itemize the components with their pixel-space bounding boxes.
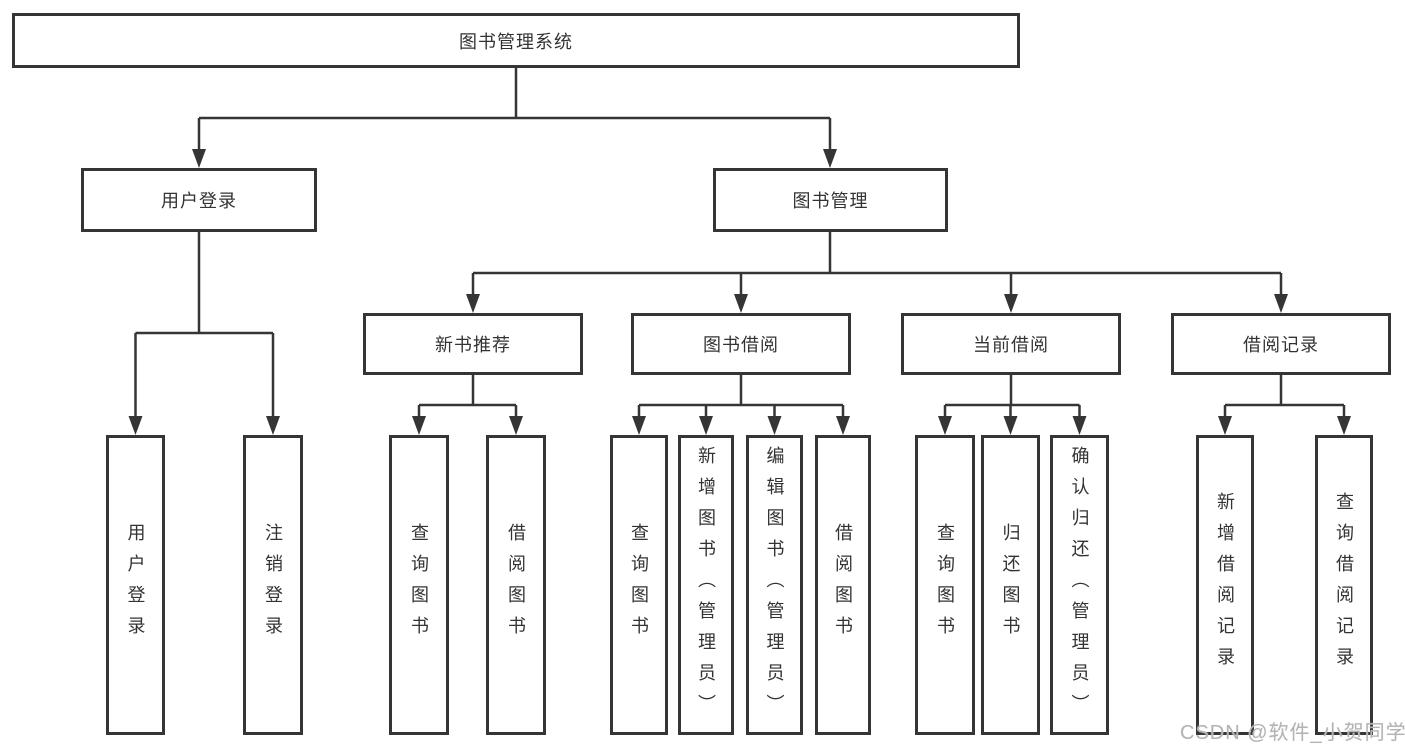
node-label: 当前借阅	[973, 335, 1049, 355]
leaf-borrow-books: 借阅图书	[815, 435, 871, 735]
leaf-query-books-borrowing: 查询图书	[610, 435, 668, 735]
leaf-confirm-return-admin: 确认归还（管理员）	[1050, 435, 1109, 735]
leaf-query-books-current: 查询图书	[915, 435, 975, 735]
node-book-borrowing: 图书借阅	[631, 313, 851, 375]
leaf-label: 确认归还（管理员）	[1069, 445, 1090, 725]
leaf-label: 归还图书	[1000, 523, 1021, 647]
leaf-edit-books-admin: 编辑图书（管理员）	[746, 435, 803, 735]
node-book-management: 图书管理	[713, 168, 948, 232]
leaf-label: 编辑图书（管理员）	[764, 445, 785, 725]
node-borrowing-records: 借阅记录	[1171, 313, 1391, 375]
leaf-add-borrow-record: 新增借阅记录	[1196, 435, 1254, 735]
leaf-label: 注销登录	[263, 523, 283, 647]
csdn-watermark: CSDN @软件_小贺同学	[1180, 722, 1405, 744]
node-label: 新书推荐	[435, 335, 511, 355]
leaf-label: 新增借阅记录	[1215, 492, 1235, 678]
leaf-label: 查询图书	[629, 523, 649, 647]
leaf-label: 查询图书	[409, 523, 429, 647]
leaf-label: 新增图书（管理员）	[696, 445, 716, 725]
node-label: 图书借阅	[703, 335, 779, 355]
node-label: 用户登录	[161, 191, 237, 211]
node-root-library-system: 图书管理系统	[12, 13, 1020, 68]
node-new-book-recommend: 新书推荐	[363, 313, 583, 375]
node-current-borrowing: 当前借阅	[901, 313, 1121, 375]
node-label: 借阅记录	[1243, 335, 1319, 355]
leaf-add-books-admin: 新增图书（管理员）	[678, 435, 734, 735]
leaf-label: 借阅图书	[506, 523, 526, 647]
leaf-label: 查询借阅记录	[1334, 492, 1354, 678]
node-label: 图书管理系统	[459, 31, 573, 52]
leaf-query-books-recommend: 查询图书	[389, 435, 449, 735]
leaf-borrow-books-recommend: 借阅图书	[486, 435, 546, 735]
leaf-label: 查询图书	[935, 523, 955, 647]
leaf-logout: 注销登录	[243, 435, 303, 735]
node-label: 图书管理	[792, 191, 869, 211]
leaf-return-books: 归还图书	[981, 435, 1040, 735]
node-user-login: 用户登录	[81, 168, 317, 232]
leaf-user-login: 用户登录	[106, 435, 165, 735]
leaf-label: 用户登录	[125, 523, 146, 647]
leaf-query-borrow-record: 查询借阅记录	[1315, 435, 1373, 735]
leaf-label: 借阅图书	[833, 523, 853, 647]
